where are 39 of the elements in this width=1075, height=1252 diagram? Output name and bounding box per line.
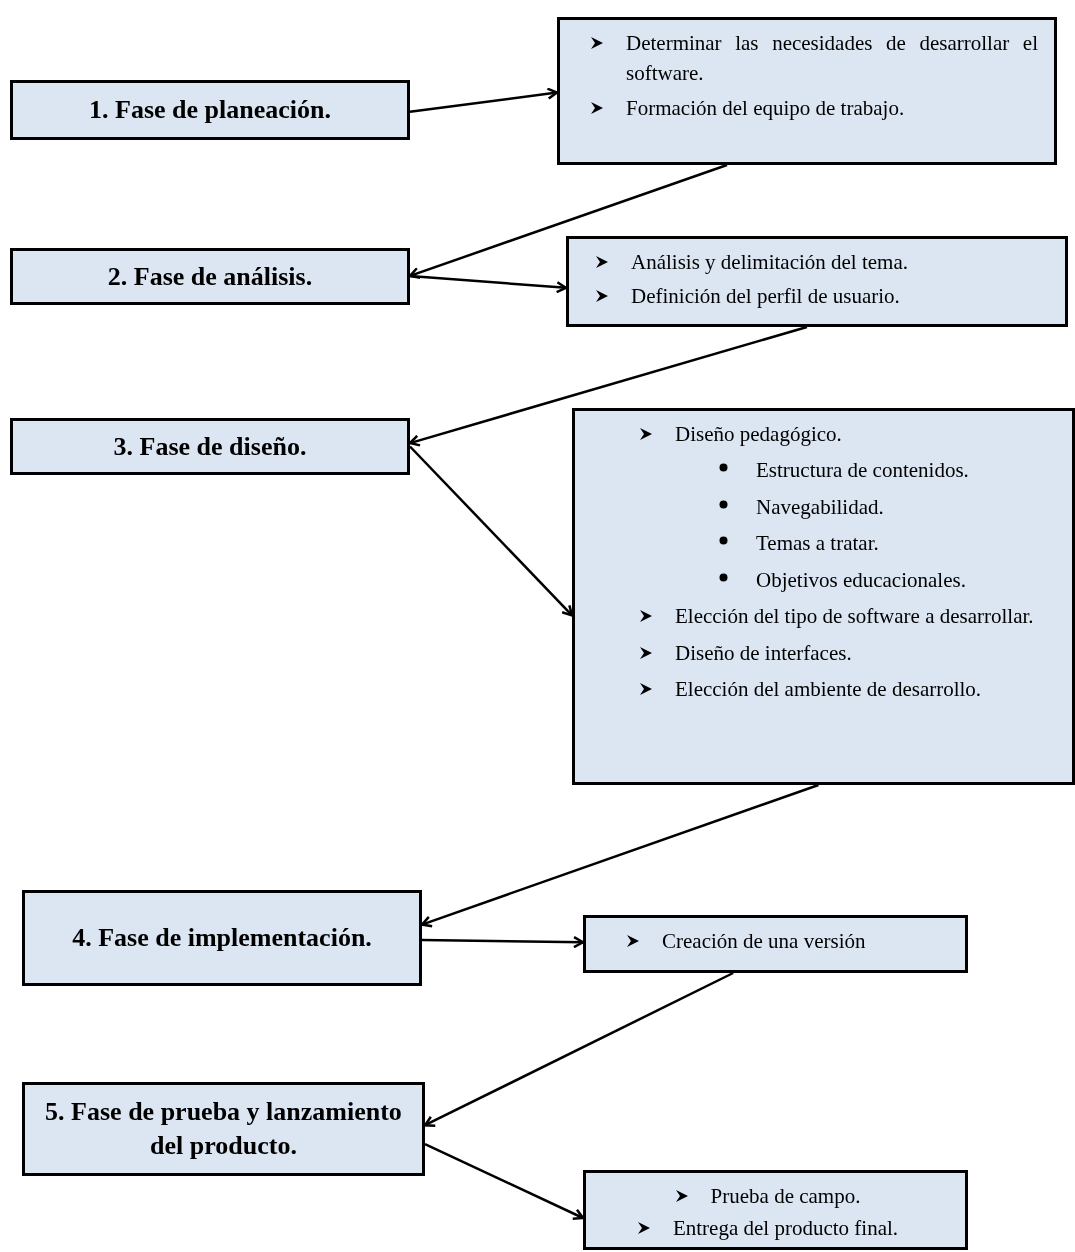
- list-item-text: Prueba de campo.: [710, 1183, 861, 1210]
- detail-box: [557, 17, 1057, 165]
- arrow: [409, 445, 574, 617]
- detail-box: [583, 1170, 968, 1250]
- arrow: [423, 971, 734, 1127]
- detail-box: [572, 408, 1075, 785]
- arrow: [409, 87, 559, 114]
- list-item-text: Análisis y delimitación del tema.: [631, 249, 909, 276]
- phase-box: [22, 890, 422, 986]
- list-item-text: Diseño de interfaces.: [675, 639, 852, 667]
- list-item-text: Diseño pedagógico.: [675, 421, 842, 448]
- arrow: [408, 163, 728, 279]
- phase-title: 1. Fase de planeación.: [89, 94, 331, 127]
- list-item-text: Determinar las necesidades de desarrollar el software.: [626, 30, 1038, 88]
- list-item-text: Elección del tipo de software a desarrollar.: [675, 603, 1034, 631]
- arrow: [424, 1142, 585, 1220]
- phase-title: 3. Fase de diseño.: [113, 430, 307, 463]
- detail-box: [583, 915, 968, 973]
- phase-box: [22, 1082, 425, 1176]
- arrow: [422, 935, 585, 949]
- phase-box: [10, 80, 410, 140]
- detail-box: [566, 236, 1068, 327]
- list-item-text: Navegabilidad.: [756, 493, 884, 521]
- list-item-text: Entrega del producto final.: [672, 1215, 899, 1243]
- phase-box: [10, 418, 410, 475]
- phase-title: 5. Fase de prueba y lanzamiento del producto.: [44, 1096, 403, 1162]
- list-item-text: Definición del perfil de usuario.: [631, 283, 900, 311]
- phase-box: [10, 248, 410, 305]
- list-item-text: Temas a tratar.: [756, 530, 879, 558]
- list-item-text: Elección del ambiente de desarrollo.: [675, 676, 982, 704]
- phase-title: 4. Fase de implementación.: [72, 922, 372, 955]
- arrow: [420, 783, 819, 928]
- list-item-text: Creación de una versión: [662, 928, 866, 955]
- list-item-text: Objetivos educacionales.: [756, 566, 966, 594]
- arrow: [409, 274, 568, 294]
- arrow: [408, 325, 808, 447]
- phase-title: 2. Fase de análisis.: [107, 260, 313, 293]
- list-item-text: Formación del equipo de trabajo.: [626, 94, 905, 122]
- list-item-text: Estructura de contenidos.: [756, 457, 969, 485]
